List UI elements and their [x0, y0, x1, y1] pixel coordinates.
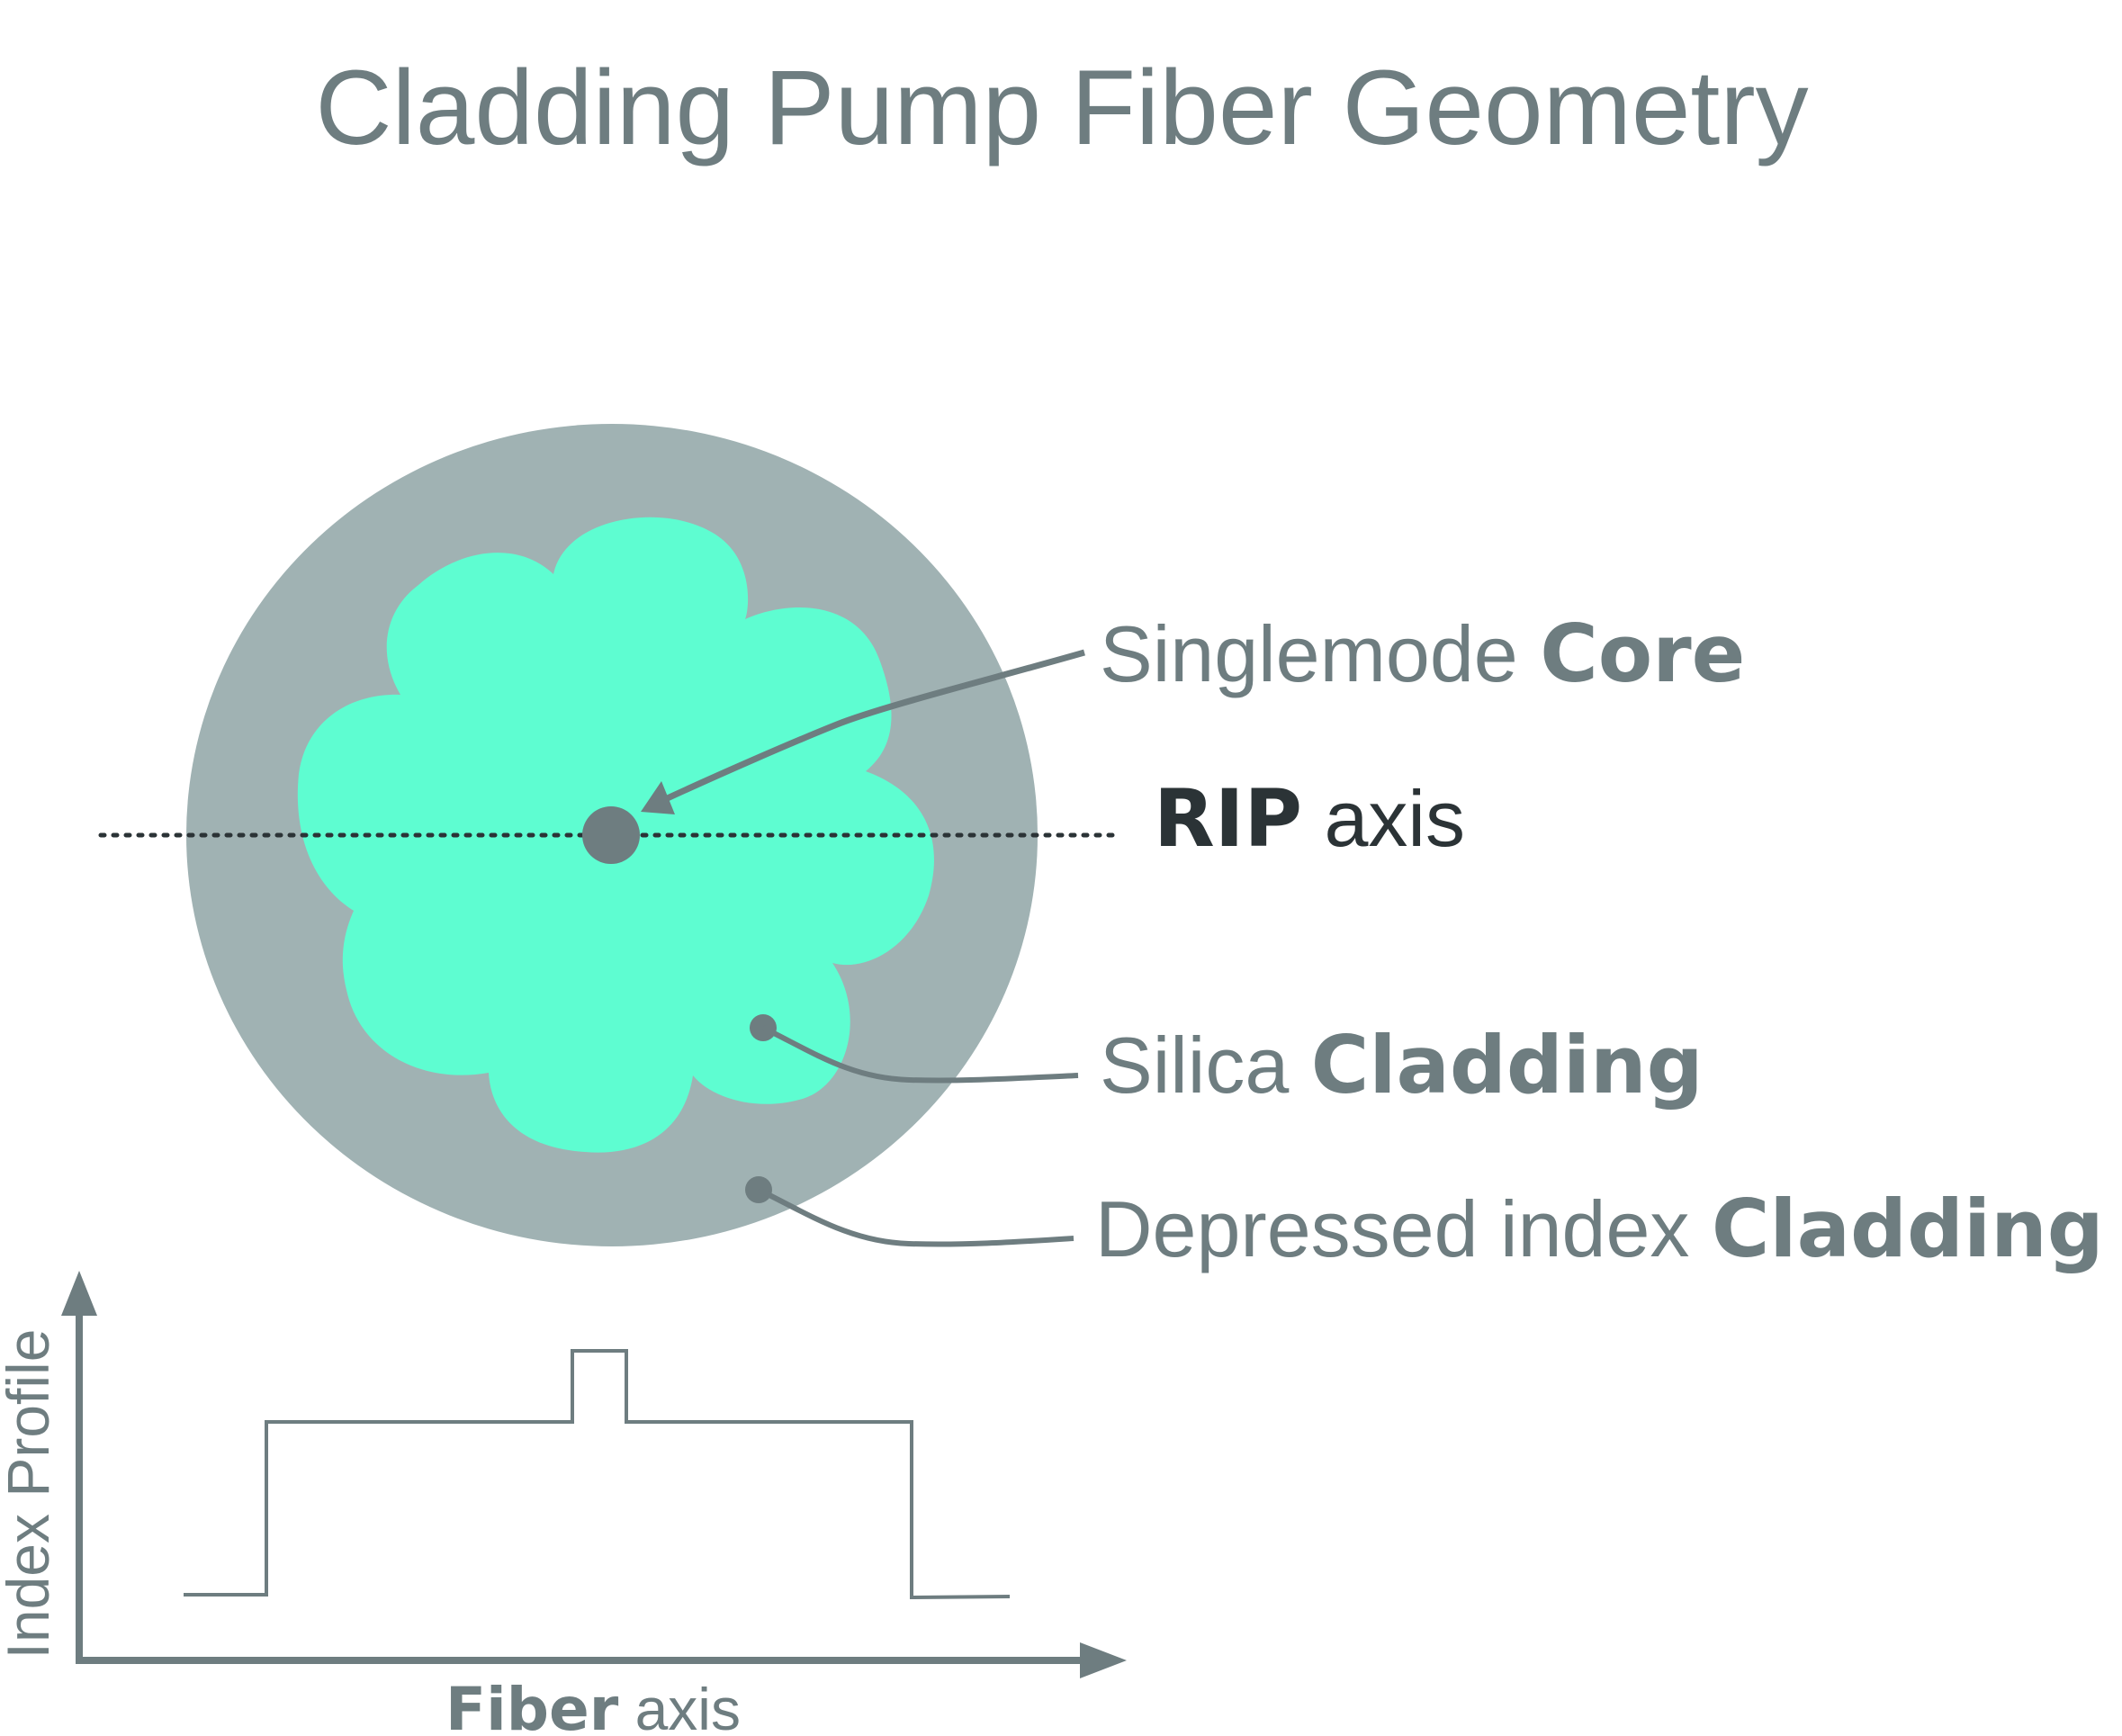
depressed-leader-line [757, 1187, 1074, 1247]
core-label-prefix: Singlemode [1100, 609, 1540, 698]
plot-x-arrowhead [1080, 1642, 1127, 1678]
rip-label-bold: RIP [1154, 772, 1302, 865]
depressed-label-bold: Cladding [1712, 1183, 2104, 1275]
plot-x-label: Fiber axis [445, 1675, 741, 1736]
rip-label: RIP axis [1154, 772, 1465, 865]
depressed-cladding-label: Depressed index Cladding [1095, 1183, 2104, 1275]
core-arrowhead [641, 781, 675, 814]
plot-y-label: Index Profile [0, 1329, 61, 1660]
diagram-title: Cladding Pump Fiber Geometry [315, 49, 1808, 167]
core-leader-line [660, 649, 1085, 805]
core-label-bold: Core [1540, 607, 1745, 700]
plot-x-label-rest: axis [618, 1676, 741, 1736]
depressed-label-prefix: Depressed index [1095, 1184, 1712, 1273]
singlemode-core [582, 806, 640, 864]
silica-leader-line [761, 1025, 1079, 1084]
silica-cladding-label: Silica Cladding [1100, 1019, 1704, 1111]
core-label: Singlemode Core [1100, 607, 1745, 700]
plot-x-label-bold: Fiber [445, 1675, 619, 1736]
index-profile-curve [184, 1349, 1011, 1600]
silica-label-bold: Cladding [1311, 1019, 1704, 1111]
rip-label-suffix: axis [1302, 774, 1465, 863]
silica-label-prefix: Silica [1100, 1021, 1311, 1110]
plot-y-arrowhead [61, 1271, 97, 1316]
